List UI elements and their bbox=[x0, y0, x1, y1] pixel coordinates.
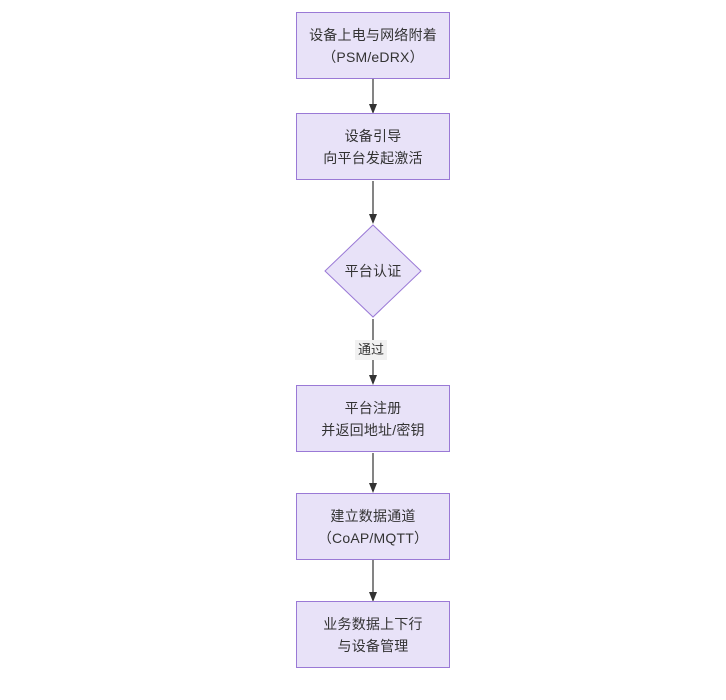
node-line: 与设备管理 bbox=[337, 637, 409, 654]
node-line: 设备引导 bbox=[344, 127, 402, 144]
node-line: 平台注册 bbox=[344, 399, 402, 416]
node-platform-register[interactable]: 平台注册 并返回地址/密钥 bbox=[296, 385, 450, 452]
diamond-shape-icon bbox=[324, 224, 422, 318]
node-device-bootstrap[interactable]: 设备引导 向平台发起激活 bbox=[296, 113, 450, 180]
node-line: 建立数据通道 bbox=[330, 507, 416, 524]
node-line: （PSM/eDRX） bbox=[322, 48, 424, 65]
node-platform-auth-decision[interactable]: 平台认证 bbox=[324, 224, 422, 318]
node-line: （CoAP/MQTT） bbox=[317, 529, 429, 546]
edge-label-pass: 通过 bbox=[355, 340, 388, 360]
node-line: 业务数据上下行 bbox=[323, 615, 423, 632]
node-establish-data-channel[interactable]: 建立数据通道 （CoAP/MQTT） bbox=[296, 493, 450, 560]
node-business-data-and-device-mgmt[interactable]: 业务数据上下行 与设备管理 bbox=[296, 601, 450, 668]
node-line: 并返回地址/密钥 bbox=[321, 421, 425, 438]
node-line: 设备上电与网络附着 bbox=[309, 26, 437, 43]
node-device-power-on[interactable]: 设备上电与网络附着 （PSM/eDRX） bbox=[296, 12, 450, 79]
node-line: 向平台发起激活 bbox=[323, 149, 423, 166]
node-line: 平台认证 bbox=[344, 263, 402, 279]
